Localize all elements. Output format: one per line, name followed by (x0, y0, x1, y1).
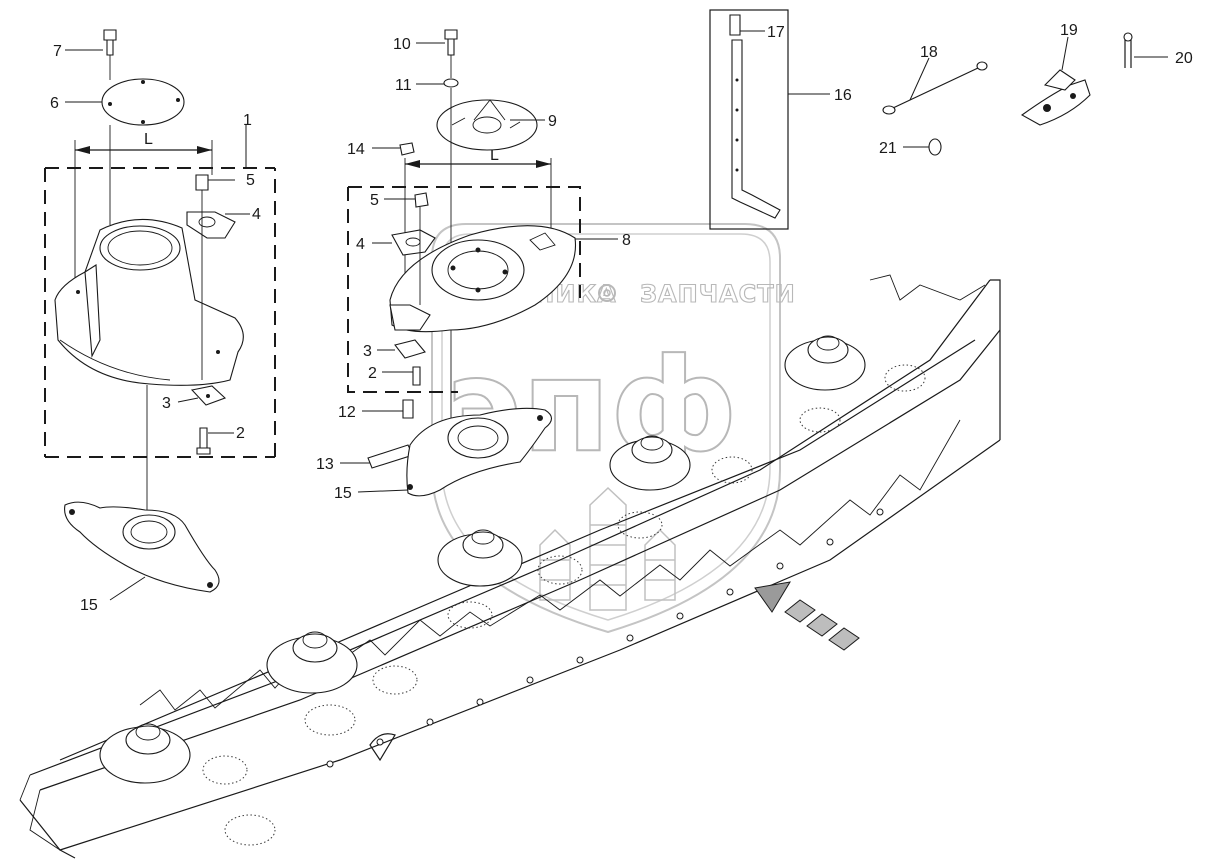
callout-5-center: 5 (370, 192, 379, 209)
bottom-bracket (389, 304, 431, 331)
bolt (103, 29, 117, 56)
bracket-19 (1020, 69, 1091, 126)
callout-8: 8 (622, 232, 631, 249)
callout-12: 12 (338, 404, 356, 421)
callout-7: 7 (53, 43, 62, 60)
callout-21: 21 (879, 140, 897, 157)
callout-16: 16 (834, 87, 852, 104)
nut (399, 142, 415, 156)
callout-5-left: 5 (246, 172, 255, 189)
guard-strip-assembly (709, 9, 789, 230)
callout-18: 18 (920, 44, 938, 61)
callout-14: 14 (347, 141, 365, 158)
callout-11: 11 (395, 77, 412, 94)
screw-12 (402, 399, 414, 419)
callout-4-center: 4 (356, 236, 365, 253)
disc-hub-5 (784, 335, 926, 433)
callout-13: 13 (316, 456, 334, 473)
callout-20: 20 (1175, 50, 1193, 67)
screw-center (412, 366, 421, 386)
small-parts (882, 32, 1133, 156)
clip-21 (928, 138, 942, 156)
clamp-plate (190, 385, 227, 406)
callout-9: 9 (548, 113, 557, 130)
gear-icon (598, 284, 616, 302)
callout-labels: 1 2 2 3 3 4 4 5 5 6 7 8 9 10 11 12 13 14… (50, 22, 1193, 614)
callout-15-left: 15 (80, 597, 98, 614)
callout-2-left: 2 (236, 425, 245, 442)
disc-hub-4 (609, 435, 753, 539)
center-assembly: L (347, 29, 581, 497)
disc-cap (436, 99, 538, 151)
dimension-label-right: L (490, 147, 499, 164)
lower-skid-plate (64, 501, 220, 593)
callout-10: 10 (393, 36, 411, 53)
callout-6: 6 (50, 95, 59, 112)
screw (196, 427, 211, 455)
watermark-text-2: ЗАПЧАСТИ (640, 280, 796, 308)
disc-guard-plate (389, 225, 577, 333)
bolt-top (444, 29, 458, 56)
callout-1: 1 (243, 112, 252, 129)
dimension-label-left: L (144, 131, 153, 148)
cutter-bar (19, 274, 1001, 859)
callout-4-left: 4 (252, 206, 261, 223)
cable-18 (882, 61, 988, 115)
washer (443, 78, 459, 88)
callout-15-center: 15 (334, 485, 352, 502)
disc-hub-2 (266, 631, 418, 736)
callout-2-center: 2 (368, 365, 377, 382)
callout-19: 19 (1060, 22, 1078, 39)
direction-arrow (754, 581, 860, 651)
mounting-bracket (186, 174, 236, 239)
callout-3-left: 3 (162, 395, 171, 412)
wheat-icon (539, 486, 676, 611)
knife-blade (367, 444, 414, 469)
pin-20 (1123, 32, 1133, 68)
cover-plate (101, 78, 185, 126)
clamp-plate-center (394, 339, 426, 359)
left-assembly: L (44, 29, 276, 601)
disc-hub-3 (437, 529, 583, 629)
callout-17: 17 (767, 24, 785, 41)
disc-hub-1 (99, 723, 276, 846)
leader-lines (65, 30, 1168, 493)
lower-skid-plate-center (406, 407, 553, 497)
mounting-bracket-center (391, 192, 436, 256)
callout-3-center: 3 (363, 343, 372, 360)
disc-guard-cone (54, 218, 244, 386)
